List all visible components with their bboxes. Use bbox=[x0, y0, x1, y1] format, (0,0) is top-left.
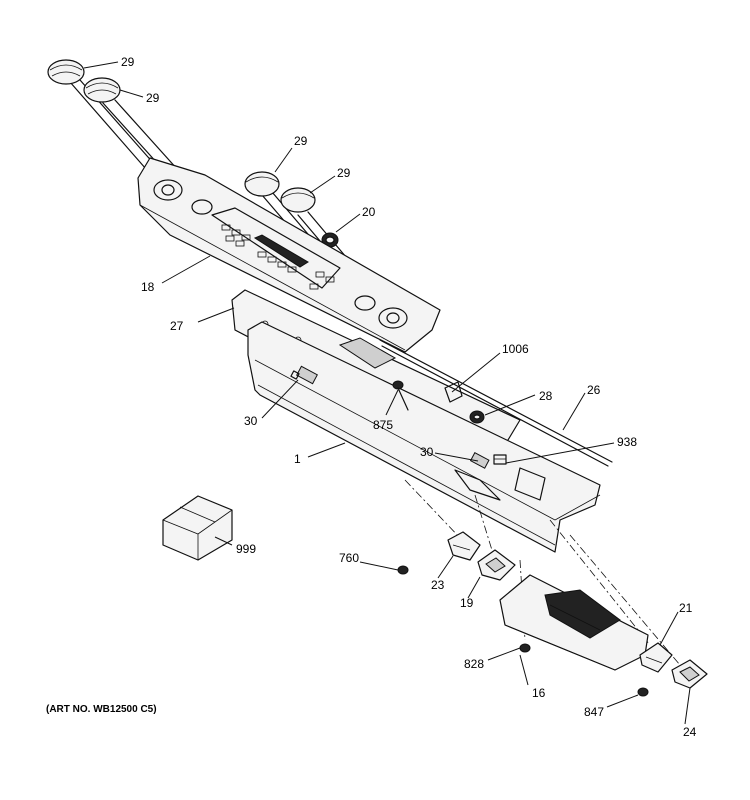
module-b bbox=[477, 549, 516, 581]
callout-labels: 29 29 29 29 20 18 27 30 875 1006 28 26 3… bbox=[121, 55, 697, 739]
packaging-box bbox=[162, 495, 233, 561]
callout-backsplash: 1 bbox=[294, 452, 301, 466]
callout-screw-bottom: 828 bbox=[464, 657, 484, 671]
keypad bbox=[221, 224, 335, 290]
callout-rod: 26 bbox=[587, 383, 601, 397]
connector bbox=[493, 454, 507, 465]
callout-box: 999 bbox=[236, 542, 256, 556]
callout-control-panel: 18 bbox=[141, 280, 155, 294]
callout-module-d: 24 bbox=[683, 725, 697, 739]
callout-connector: 938 bbox=[617, 435, 637, 449]
control-board bbox=[499, 574, 649, 671]
module-a bbox=[447, 531, 481, 561]
control-panel bbox=[137, 157, 441, 353]
callout-knob-1: 29 bbox=[121, 55, 135, 69]
callout-grommet: 28 bbox=[539, 389, 553, 403]
module-c bbox=[639, 642, 673, 673]
callout-switch-right: 30 bbox=[420, 445, 434, 459]
art-number: (ART NO. WB12500 C5) bbox=[46, 704, 157, 715]
screw-bottom bbox=[519, 643, 531, 653]
callout-clip: 1006 bbox=[502, 342, 529, 356]
clip bbox=[444, 381, 463, 403]
leader-lines bbox=[83, 61, 691, 725]
callout-knob-3: 29 bbox=[294, 134, 308, 148]
callout-module-a: 23 bbox=[431, 578, 445, 592]
callout-knob-ring: 20 bbox=[362, 205, 376, 219]
screw-left bbox=[397, 565, 409, 575]
callout-control-board: 16 bbox=[532, 686, 546, 700]
screw-right bbox=[637, 687, 649, 697]
module-d bbox=[671, 659, 708, 689]
callout-knob-4: 29 bbox=[337, 166, 351, 180]
switch-left bbox=[290, 365, 318, 385]
backsplash-housing bbox=[247, 321, 601, 553]
callout-switch-left: 30 bbox=[244, 414, 258, 428]
switch-right bbox=[469, 452, 490, 469]
callout-screw-right: 847 bbox=[584, 705, 604, 719]
callout-screw-left: 760 bbox=[339, 551, 359, 565]
callout-module-c: 21 bbox=[679, 601, 693, 615]
rod bbox=[379, 339, 613, 467]
grommet bbox=[469, 410, 485, 424]
screw-center bbox=[392, 380, 409, 411]
callout-knob-2: 29 bbox=[146, 91, 160, 105]
callout-screw-center: 875 bbox=[373, 418, 393, 432]
callout-bracket: 27 bbox=[170, 319, 184, 333]
callout-module-b: 19 bbox=[460, 596, 474, 610]
